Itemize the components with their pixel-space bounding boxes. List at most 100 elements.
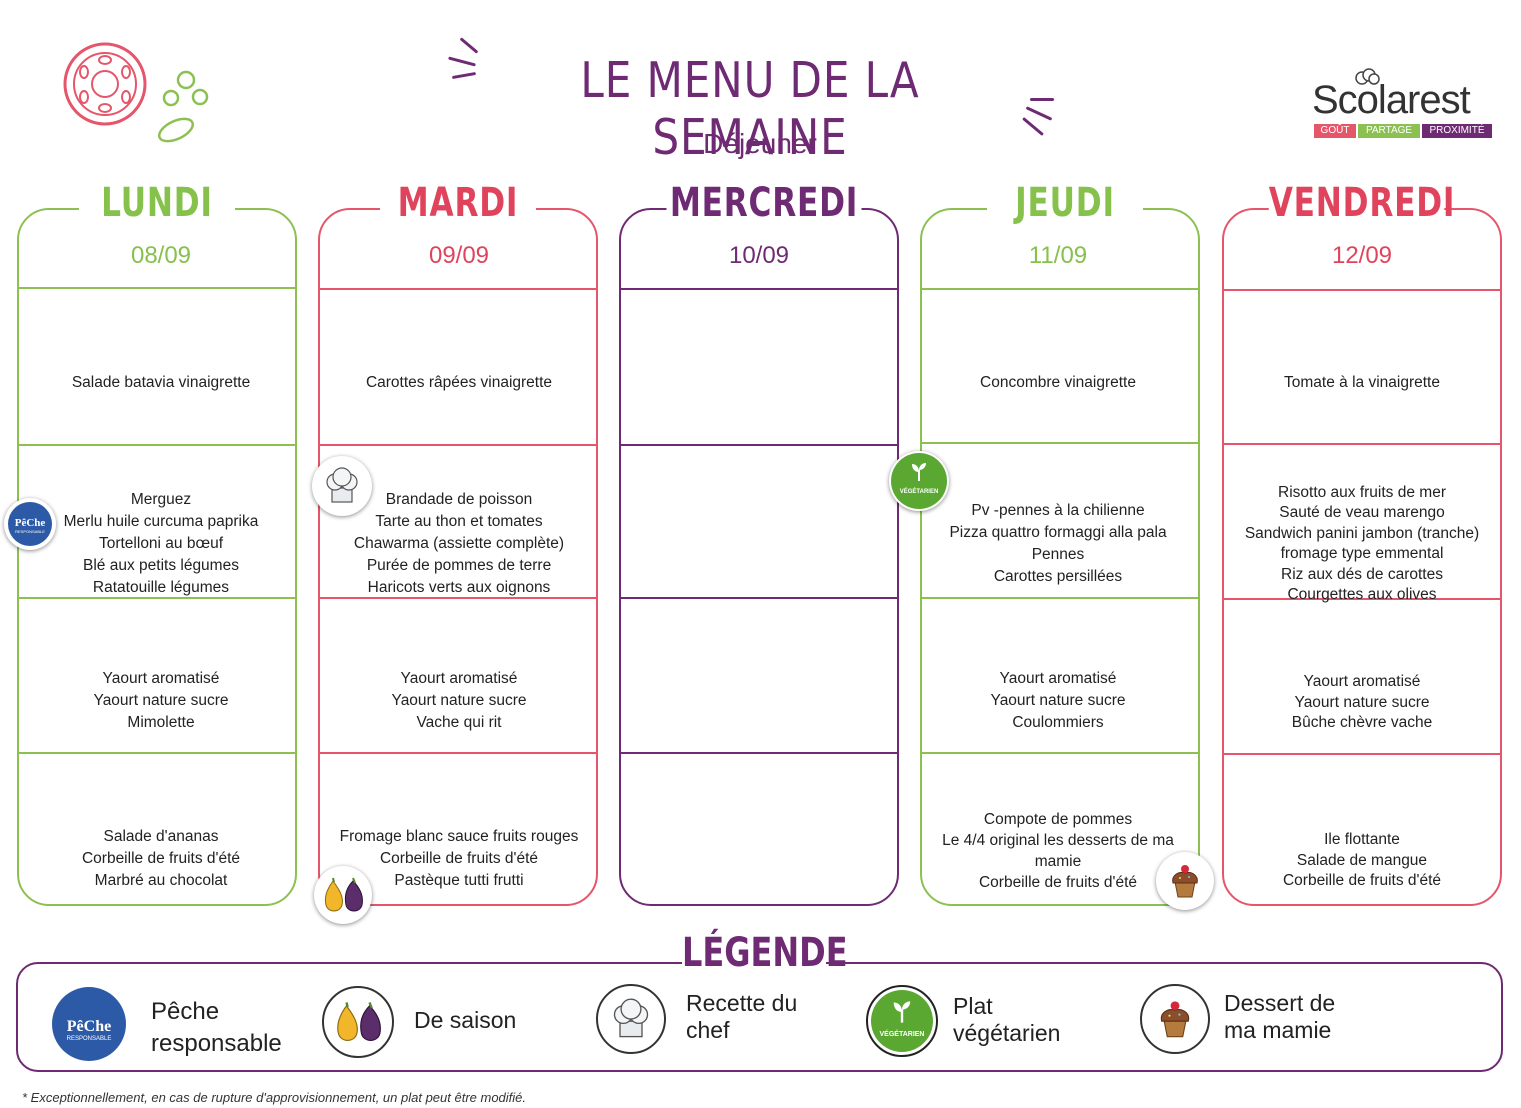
legend-title: LÉGENDE bbox=[682, 930, 848, 976]
main-cell: Merguez Merlu huile curcuma paprika Tort… bbox=[21, 489, 301, 599]
day-column-mercredi bbox=[619, 208, 899, 906]
day-name: MARDI bbox=[380, 180, 536, 226]
legend-label-line: ma mamie bbox=[1224, 1017, 1332, 1043]
legend-label-line: végétarien bbox=[953, 1020, 1061, 1046]
sprout-icon bbox=[912, 463, 926, 481]
legend-label-line: Pêche bbox=[151, 998, 220, 1025]
vegetarian-badge: VÉGÉTARIEN bbox=[889, 451, 949, 511]
dish-item: Courgettes aux olives bbox=[1287, 586, 1437, 603]
legend-label: Plat végétarien bbox=[953, 993, 1060, 1047]
dish-item: Yaourt nature sucre bbox=[93, 692, 229, 709]
row-divider bbox=[1224, 598, 1502, 600]
dish-item: Corbeille de fruits d'été bbox=[978, 874, 1138, 891]
brand-tag: GOÛT bbox=[1314, 124, 1356, 138]
legend-label: Recette du chef bbox=[686, 990, 797, 1044]
brand-tag: PARTAGE bbox=[1358, 124, 1420, 138]
row-divider bbox=[621, 752, 899, 754]
starter-cell: Salade batavia vinaigrette bbox=[21, 290, 301, 476]
dish-item: Vache qui rit bbox=[416, 714, 502, 731]
starter-cell: Carottes râpées vinaigrette bbox=[319, 290, 599, 476]
legend-label-line: Recette du bbox=[686, 990, 798, 1016]
dish-item: Tortelloni au bœuf bbox=[98, 535, 224, 552]
dessert-cell: Ile flottante Salade de mangue Corbeille… bbox=[1222, 829, 1502, 893]
dish-item: Brandade de poisson bbox=[385, 491, 533, 508]
title-dash bbox=[459, 37, 479, 54]
day-name: JEUDI bbox=[987, 180, 1143, 226]
dish-item: Blé aux petits légumes bbox=[83, 557, 239, 574]
tomato-peas-illustration bbox=[63, 42, 209, 143]
legend-label: Pêche responsable bbox=[151, 996, 282, 1060]
chef-hat-legend-icon bbox=[596, 984, 666, 1054]
dish-item: Yaourt nature sucre bbox=[1294, 693, 1430, 711]
legend-label-line: Dessert de bbox=[1224, 990, 1336, 1016]
meal-subtitle: Déjeuner bbox=[703, 128, 817, 159]
brand-logo: Scolarest GOÛT PARTAGE PROXIMITÉ bbox=[1312, 66, 1497, 144]
badge-text: RESPONSABLE bbox=[15, 529, 45, 534]
dessert-cell: Salade d'ananas Corbeille de fruits d'ét… bbox=[21, 826, 301, 892]
row-divider bbox=[621, 597, 899, 599]
dish-item: Yaourt nature sucre bbox=[990, 692, 1126, 709]
dairy-cell: Yaourt aromatisé Yaourt nature sucre Vac… bbox=[319, 668, 599, 734]
seasonal-badge bbox=[314, 866, 372, 924]
dairy-cell: Yaourt aromatisé Yaourt nature sucre Mim… bbox=[21, 668, 301, 734]
dish-item: Yaourt aromatisé bbox=[999, 670, 1117, 687]
dish-item: Concombre vinaigrette bbox=[980, 374, 1136, 391]
row-divider bbox=[320, 597, 598, 599]
dish-item: Pizza quattro formaggi alla pala bbox=[949, 524, 1167, 541]
row-divider bbox=[320, 444, 598, 446]
legend-label: De saison bbox=[414, 1005, 516, 1035]
peche-responsable-icon: PêChe RESPONSABLE bbox=[52, 987, 126, 1061]
dairy-cell: Yaourt aromatisé Yaourt nature sucre Bûc… bbox=[1222, 671, 1502, 735]
cupcake-legend-icon bbox=[1140, 984, 1210, 1054]
day-name: MERCREDI bbox=[666, 180, 862, 226]
vegetarian-legend-icon: VÉGÉTARIEN bbox=[866, 985, 938, 1057]
row-divider bbox=[621, 288, 899, 290]
badge-text: RESPONSABLE bbox=[66, 1036, 112, 1042]
dish-item: Pennes bbox=[1031, 546, 1085, 563]
seasonal-icon bbox=[324, 877, 363, 912]
day-date: 10/09 bbox=[728, 242, 790, 269]
legend-label-line: De saison bbox=[414, 1007, 517, 1033]
legend-label: Dessert de ma mamie bbox=[1224, 990, 1335, 1044]
row-divider bbox=[320, 752, 598, 754]
badge-text: VÉGÉTARIEN bbox=[899, 489, 939, 495]
main-cell: Risotto aux fruits de mer Sauté de veau … bbox=[1232, 482, 1492, 606]
dessert-mamie-badge bbox=[1156, 852, 1214, 910]
title-dash bbox=[1030, 98, 1054, 101]
row-divider bbox=[922, 442, 1200, 444]
legend-label-line: responsable bbox=[151, 1030, 282, 1057]
starter-cell: Concombre vinaigrette bbox=[918, 290, 1198, 476]
chef-hat-logo-icon bbox=[1355, 68, 1380, 85]
dish-item: Yaourt nature sucre bbox=[391, 692, 527, 709]
peche-responsable-icon: PêChe RESPONSABLE bbox=[8, 502, 52, 546]
seasonal-icon bbox=[337, 1002, 381, 1041]
chef-hat-icon bbox=[326, 467, 358, 503]
dish-item: Ile flottante bbox=[1324, 831, 1400, 849]
brand-name: Scolarest bbox=[1312, 78, 1471, 122]
day-date: 12/09 bbox=[1331, 242, 1393, 269]
title-dash bbox=[451, 71, 477, 80]
legend-label-line: Plat bbox=[953, 993, 993, 1019]
dish-item: Corbeille de fruits d'été bbox=[1282, 872, 1442, 890]
dish-item: Corbeille de fruits d'été bbox=[81, 850, 241, 867]
dish-item: Le 4/4 original les desserts de ma mamie bbox=[942, 832, 1174, 870]
peche-responsable-badge: PêChe RESPONSABLE bbox=[4, 498, 56, 550]
dish-item: Haricots verts aux oignons bbox=[367, 579, 551, 596]
vegetarian-icon: VÉGÉTARIEN bbox=[871, 990, 933, 1052]
dish-item: Riz aux dés de carottes bbox=[1281, 565, 1443, 583]
row-divider bbox=[19, 752, 297, 754]
dish-item: Merlu huile curcuma paprika bbox=[63, 513, 259, 530]
dessert-cell: Compote de pommes Le 4/4 original les de… bbox=[928, 808, 1188, 894]
row-divider bbox=[320, 288, 598, 290]
dish-item: Carottes râpées vinaigrette bbox=[365, 374, 553, 391]
day-name: LUNDI bbox=[79, 180, 235, 226]
dish-item: Bûche chèvre vache bbox=[1291, 714, 1433, 732]
row-divider bbox=[1224, 753, 1502, 755]
badge-text: PêChe bbox=[66, 1018, 112, 1035]
dish-item: Salade batavia vinaigrette bbox=[71, 374, 251, 391]
dish-item: Pv -pennes à la chilienne bbox=[971, 502, 1145, 519]
row-divider bbox=[1224, 289, 1502, 291]
title-dash bbox=[448, 56, 476, 67]
dish-item: Corbeille de fruits d'été bbox=[379, 850, 539, 867]
dish-item: Carottes persillées bbox=[993, 568, 1123, 585]
